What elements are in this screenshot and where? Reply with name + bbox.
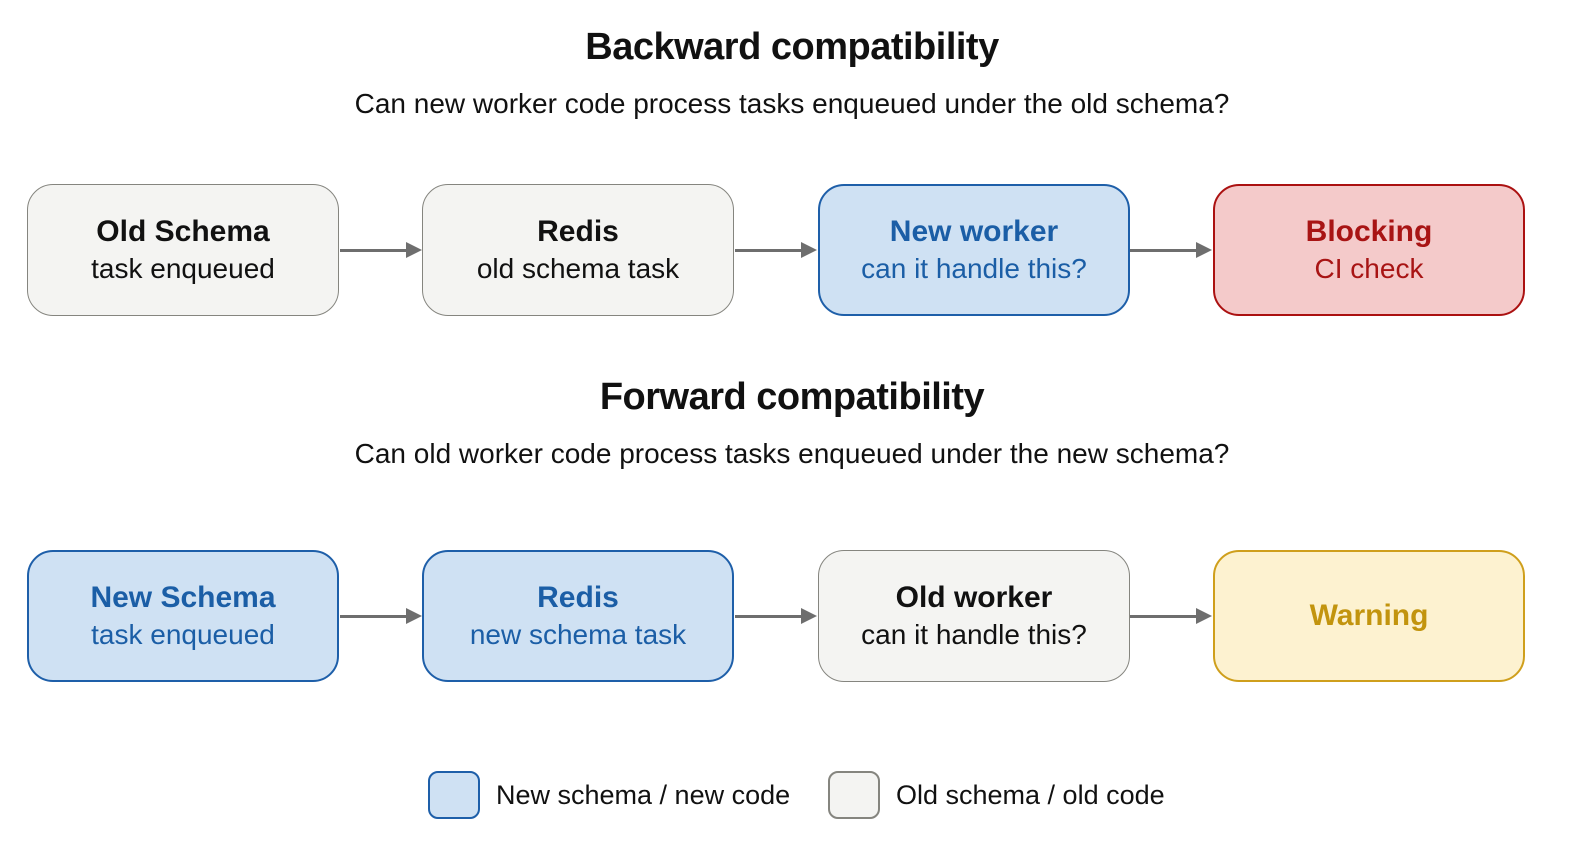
flow-box-blocking: Blocking CI check (1213, 184, 1525, 316)
box-title: Redis (537, 215, 619, 248)
box-subtitle: new schema task (469, 619, 687, 650)
arrow-right-icon (735, 242, 817, 258)
flow-box-redis-old: Redis old schema task (422, 184, 734, 316)
box-title: Old Schema (96, 215, 270, 248)
legend-item-old: Old schema / old code (828, 770, 1165, 820)
forward-section-subtitle: Can old worker code process tasks enqueu… (354, 438, 1230, 469)
box-title: Warning (1309, 599, 1429, 632)
flow-box-new-worker: New worker can it handle this? (818, 184, 1130, 316)
flow-box-new-schema: New Schema task enqueued (27, 550, 339, 682)
flow-box-warning: Warning (1213, 550, 1525, 682)
arrow-right-icon (735, 608, 817, 624)
box-subtitle: old schema task (476, 253, 680, 284)
arrow-right-icon (1130, 608, 1212, 624)
box-title: Old worker (895, 581, 1053, 614)
box-subtitle: can it handle this? (861, 253, 1087, 284)
box-title: New worker (889, 215, 1059, 248)
legend-label: New schema / new code (496, 779, 791, 810)
backward-section-title: Backward compatibility (585, 26, 999, 68)
box-title: Blocking (1305, 215, 1433, 248)
arrow-right-icon (340, 242, 422, 258)
legend-item-new: New schema / new code (428, 770, 790, 820)
legend-swatch-new-icon (428, 771, 480, 819)
forward-section-title: Forward compatibility (599, 376, 985, 418)
flow-box-old-worker: Old worker can it handle this? (818, 550, 1130, 682)
flow-box-redis-new: Redis new schema task (422, 550, 734, 682)
flow-box-old-schema: Old Schema task enqueued (27, 184, 339, 316)
arrow-right-icon (340, 608, 422, 624)
arrow-right-icon (1130, 242, 1212, 258)
box-title: New Schema (90, 581, 276, 614)
backward-section-subtitle: Can new worker code process tasks enqueu… (354, 88, 1230, 119)
box-subtitle: can it handle this? (861, 619, 1087, 650)
box-subtitle: task enqueued (91, 619, 275, 650)
legend-swatch-old-icon (828, 771, 880, 819)
box-title: Redis (537, 581, 619, 614)
box-subtitle: task enqueued (91, 253, 275, 284)
box-subtitle: CI check (1314, 253, 1424, 284)
legend-label: Old schema / old code (896, 779, 1165, 810)
